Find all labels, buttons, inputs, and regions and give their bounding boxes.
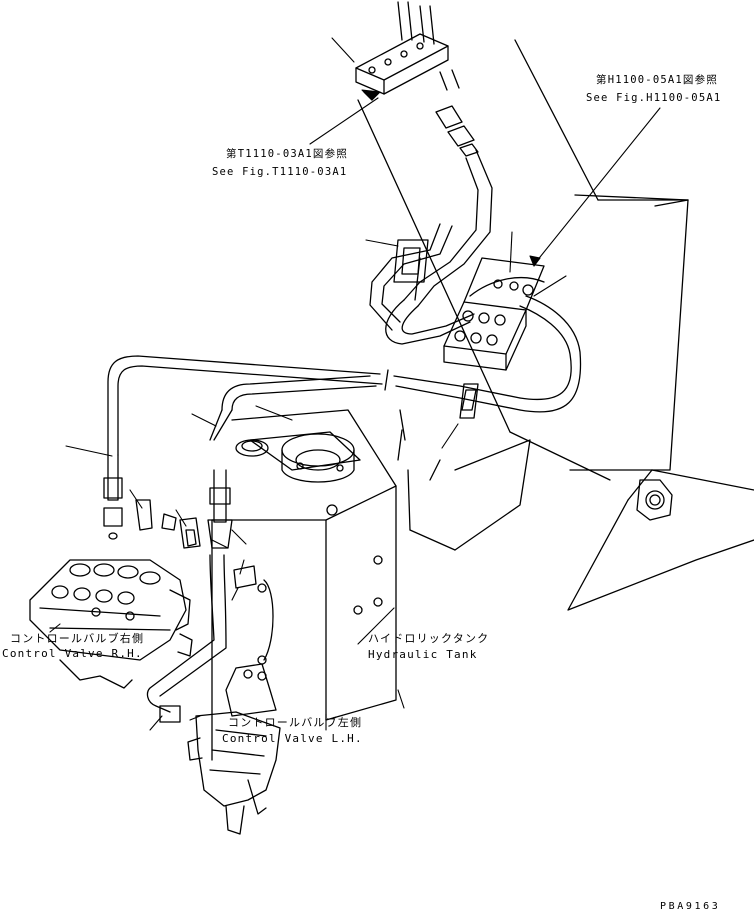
lever-block <box>355 1 479 157</box>
control-valve-lh <box>187 663 281 835</box>
horizontal-pipes <box>107 295 582 456</box>
center-valve-block <box>443 257 545 371</box>
control-valve-rh-label-jp: コントロールバルブ右側 <box>10 632 145 645</box>
control-valve-rh-label-en: Control Valve R.H. <box>2 647 143 660</box>
frame-edges <box>357 99 611 481</box>
leader-lines <box>65 37 661 731</box>
reference-right-en: See Fig.H1100-05A1 <box>586 92 722 104</box>
control-valve-rh <box>29 559 193 689</box>
reference-upper-en: See Fig.T1110-03A1 <box>212 166 348 178</box>
reference-right-jp: 第H1100-05A1図参照 <box>596 74 719 86</box>
label-leaders <box>49 607 405 731</box>
control-valve-lh-label-en: Control Valve L.H. <box>222 732 363 745</box>
lower-piping <box>103 454 257 723</box>
drawing-code: PBA9163 <box>660 901 721 912</box>
hydraulic-tank-label-en: Hydraulic Tank <box>368 648 478 661</box>
reference-upper-jp: 第T1110-03A1図参照 <box>226 148 349 160</box>
hydraulic-tank-label-jp: ハイドロリックタンク <box>368 632 490 645</box>
upper-hoses <box>369 149 493 345</box>
control-valve-lh-label-jp: コントロールバルブ左側 <box>228 716 363 729</box>
hydraulic-tank <box>211 409 397 761</box>
loader-frame <box>384 39 754 611</box>
